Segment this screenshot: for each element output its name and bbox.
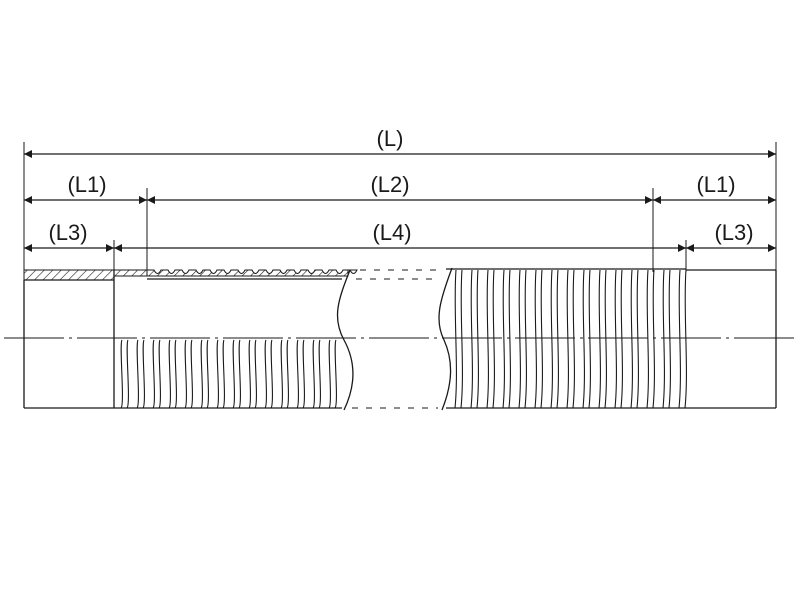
dim-label-L3-right: (L3) — [714, 220, 753, 245]
dimension-lines — [24, 150, 776, 252]
dim-label-L3-left: (L3) — [48, 220, 87, 245]
left-end-fitting — [23, 269, 115, 409]
right-end-fitting — [686, 269, 777, 409]
dim-label-L: (L) — [377, 126, 404, 151]
dim-label-L2: (L2) — [370, 172, 409, 197]
dim-label-L1-left: (L1) — [67, 172, 106, 197]
dim-label-L1-right: (L1) — [696, 172, 735, 197]
extension-lines — [23, 142, 777, 280]
corrugated-hose-body — [113, 267, 687, 411]
dim-label-L4: (L4) — [372, 220, 411, 245]
